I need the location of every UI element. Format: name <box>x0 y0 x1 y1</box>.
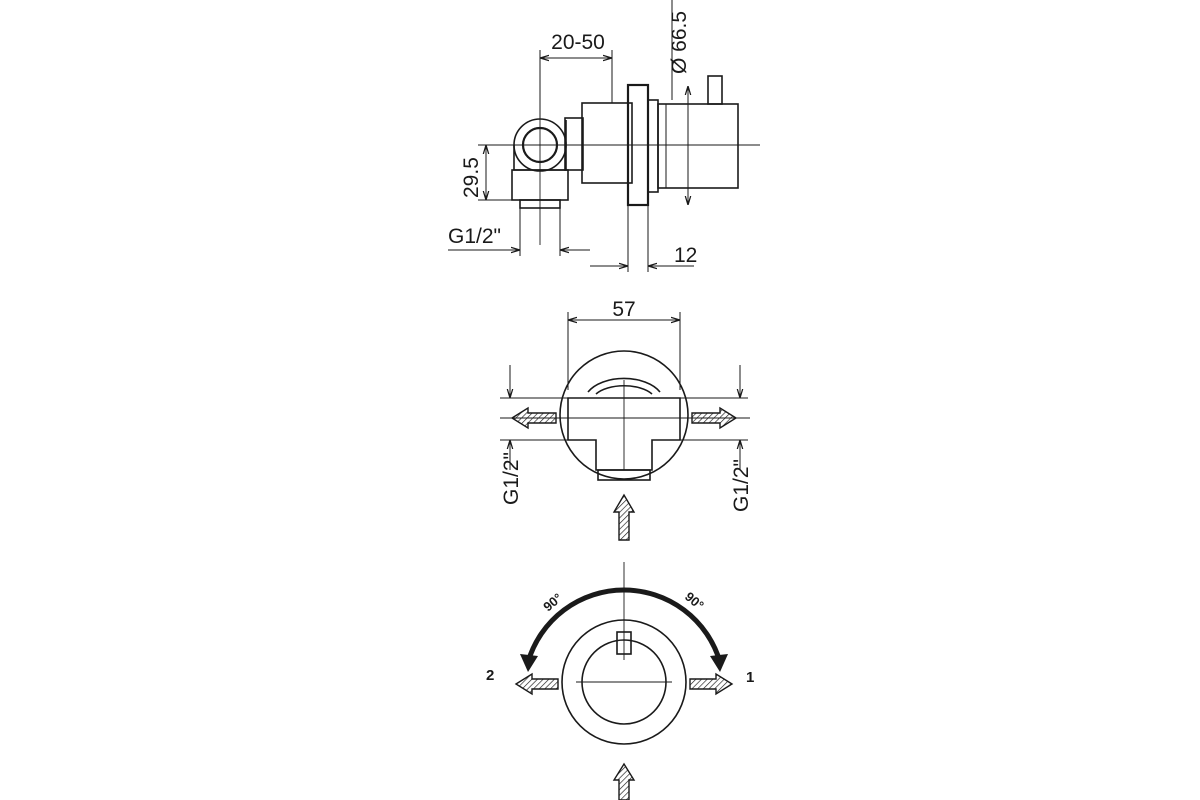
dim-width: 57 <box>612 298 635 321</box>
thread-label-right: G1/2" <box>730 459 753 512</box>
rosette-front <box>561 619 687 745</box>
dim-diameter: Ø 66.5 <box>668 11 691 74</box>
rotation-arrowhead-right <box>710 654 728 672</box>
outlet-arrow-right <box>691 406 738 430</box>
flange-ring <box>647 99 659 193</box>
top-view: 57 G1/2" G1/2" <box>500 298 753 541</box>
front-view: 90° 90° 2 1 <box>486 562 754 800</box>
handle-indicator <box>616 631 632 655</box>
dim-height: 29.5 <box>460 157 483 198</box>
t-body <box>567 397 681 471</box>
inlet-arrow-front <box>612 762 636 800</box>
outlet-label-2: 2 <box>486 667 494 684</box>
handle-body <box>657 103 739 189</box>
outlet-arrow-1 <box>689 672 734 696</box>
rotation-arrowhead-left <box>520 654 538 672</box>
dim-depth: 20-50 <box>551 31 605 54</box>
dim-thread: G1/2" <box>448 225 501 248</box>
dim-flange: 12 <box>674 244 697 267</box>
valve-neck <box>564 117 584 171</box>
valve-body <box>581 102 633 184</box>
inlet-arrow <box>612 493 636 541</box>
outlet-arrow-left <box>510 406 557 430</box>
outlet-label-1: 1 <box>746 669 754 686</box>
side-view: 20-50 Ø 66.5 29.5 G1/2" 12 <box>448 0 760 272</box>
outlet-arrow-2 <box>514 672 559 696</box>
rosette-outline <box>559 350 689 480</box>
thread-label-left: G1/2" <box>500 452 523 505</box>
handle-pin <box>707 75 723 105</box>
